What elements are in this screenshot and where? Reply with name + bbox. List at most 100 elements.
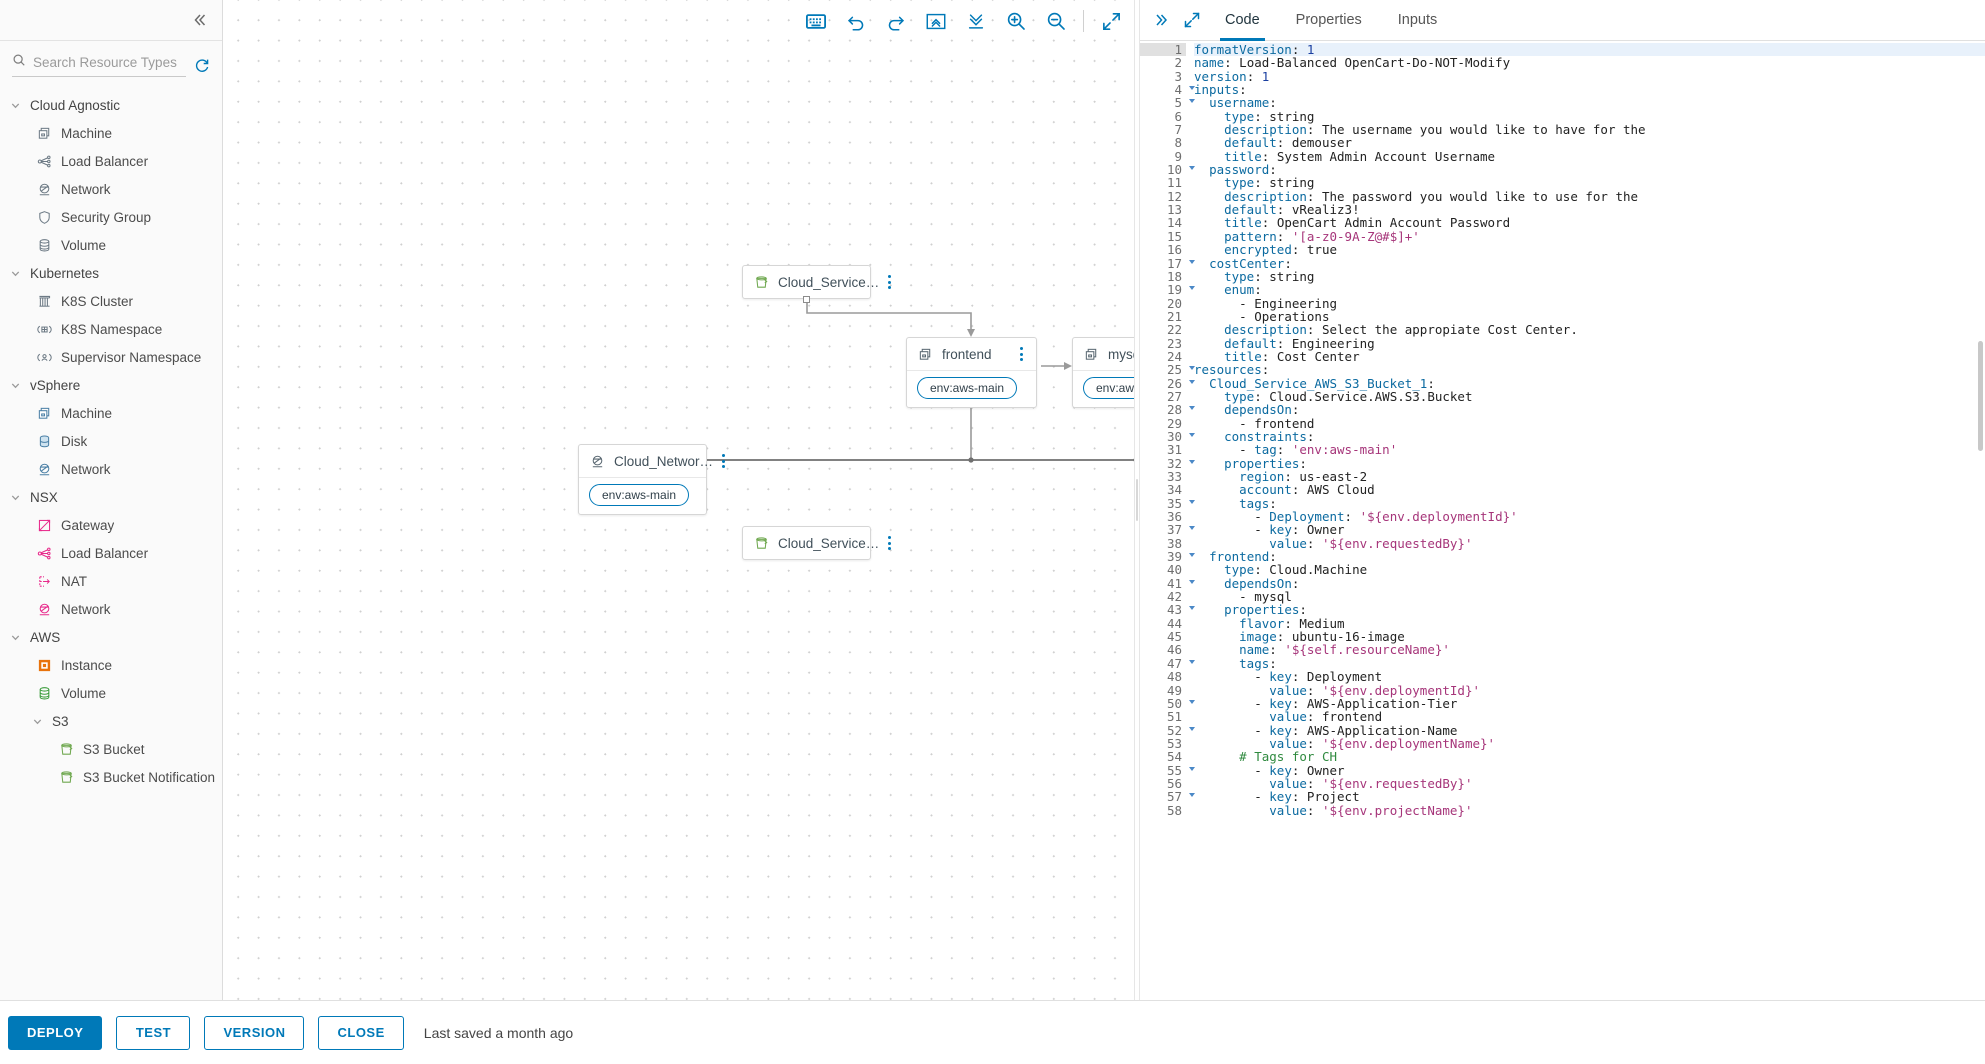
tree-item-s3-bucket[interactable]: S3 Bucket [0,735,222,763]
tree-group-vsphere[interactable]: vSphere [0,371,222,399]
node-header[interactable]: frontend [907,338,1036,370]
tree-item-load-balancer[interactable]: Load Balancer [0,147,222,175]
tree-item-volume[interactable]: Volume [0,231,222,259]
close-button[interactable]: CLOSE [318,1015,404,1050]
fold-toggle-icon[interactable] [1189,86,1195,91]
fold-toggle-icon[interactable] [1189,406,1195,411]
tree-item-machine[interactable]: Machine [0,399,222,427]
tab-code[interactable]: Code [1208,0,1277,41]
search-input[interactable] [33,55,186,70]
node-menu-icon[interactable] [888,536,892,550]
tab-properties[interactable]: Properties [1295,12,1362,28]
fold-toggle-icon[interactable] [1189,286,1195,291]
fold-toggle-icon[interactable] [1189,793,1195,798]
fold-toggle-icon[interactable] [1189,699,1195,704]
panel-splitter[interactable] [1134,0,1140,1000]
tree-item-label: Disk [61,433,88,449]
node-constraint-tag[interactable]: env:aws-main [1083,377,1134,399]
fold-toggle-icon[interactable] [1189,499,1195,504]
canvas-toolbar [803,8,1124,34]
fold-toggle-icon[interactable] [1189,459,1195,464]
fold-toggle-icon[interactable] [1189,766,1195,771]
fold-toggle-icon[interactable] [1189,259,1195,264]
node-header[interactable]: Cloud_Networ… [579,445,726,477]
redo-icon[interactable] [883,8,909,34]
fold-toggle-icon[interactable] [1189,659,1195,664]
canvas-node-network[interactable]: Cloud_Networ… env:aws-main [578,444,726,515]
line-number: 9 [1174,148,1182,164]
line-number: 51 [1166,709,1182,725]
fold-toggle-icon[interactable] [1189,379,1195,384]
tree-item-network[interactable]: Network [0,455,222,483]
fold-toggle-icon[interactable] [1189,366,1195,371]
search-box[interactable] [12,53,186,77]
code-line: type: string [1224,108,1315,124]
chevron-double-right-icon[interactable] [1148,6,1176,34]
node-menu-icon[interactable] [1014,347,1028,361]
tree-item-gateway[interactable]: Gateway [0,511,222,539]
expand-diagonal-icon[interactable] [1178,6,1206,34]
tree-subgroup-s3[interactable]: S3 [0,707,222,735]
line-number: 21 [1166,308,1182,324]
tree-item-k8s-namespace[interactable]: K8S Namespace [0,315,222,343]
node-header[interactable]: Cloud_Service… [743,266,892,298]
design-canvas[interactable]: Cloud_Service… frontend env:aws-main mysql e… [223,0,1134,1000]
fold-toggle-icon[interactable] [1189,579,1195,584]
tree-item-machine[interactable]: Machine [0,119,222,147]
tree-item-load-balancer[interactable]: Load Balancer [0,539,222,567]
chevron-double-left-icon[interactable] [186,7,212,33]
undo-icon[interactable] [843,8,869,34]
canvas-node-frontend[interactable]: frontend env:aws-main [906,337,1037,408]
code-line: - key: Deployment [1254,669,1383,685]
tree-group-nsx[interactable]: NSX [0,483,222,511]
node-header[interactable]: Cloud_Service… [743,527,892,559]
deploy-button[interactable]: DEPLOY [8,1015,103,1050]
collapse-all-icon[interactable] [923,8,949,34]
fold-toggle-icon[interactable] [1189,606,1195,611]
zoom-in-icon[interactable] [1003,8,1029,34]
tree-item-supervisor-namespace[interactable]: Supervisor Namespace [0,343,222,371]
fold-toggle-icon[interactable] [1189,99,1195,104]
fold-toggle-icon[interactable] [1189,526,1195,531]
keyboard-shortcuts-icon[interactable] [803,8,829,34]
fold-toggle-icon[interactable] [1189,166,1195,171]
fold-toggle-icon[interactable] [1189,553,1195,558]
refresh-icon[interactable] [194,57,210,73]
node-constraint-tag[interactable]: env:aws-main [589,484,690,506]
fold-toggle-icon[interactable] [1189,726,1195,731]
sidebar-header [0,0,222,41]
canvas-node-s3top[interactable]: Cloud_Service… [742,265,892,299]
code-line: properties: [1224,455,1307,471]
fit-to-screen-icon[interactable] [1098,8,1124,34]
tree-item-network[interactable]: Network [0,595,222,623]
tree-item-disk[interactable]: Disk [0,427,222,455]
code-line: - Engineering [1239,295,1338,311]
tab-inputs[interactable]: Inputs [1397,12,1438,28]
tree-group-kubernetes[interactable]: Kubernetes [0,259,222,287]
expand-all-icon[interactable] [963,8,989,34]
node-constraint-tag[interactable]: env:aws-main [917,377,1018,399]
tree-group-aws[interactable]: AWS [0,623,222,651]
tree-item-nat[interactable]: NAT [0,567,222,595]
node-port[interactable] [803,296,810,303]
tree-item-security-group[interactable]: Security Group [0,203,222,231]
version-button[interactable]: VERSION [204,1015,305,1050]
node-menu-icon[interactable] [722,454,726,468]
tree-item-volume[interactable]: Volume [0,679,222,707]
test-button[interactable]: TEST [116,1015,191,1050]
node-header[interactable]: mysql [1073,338,1134,370]
node-menu-icon[interactable] [888,275,892,289]
fold-toggle-icon[interactable] [1189,432,1195,437]
canvas-node-mysql[interactable]: mysql env:aws-main [1072,337,1134,408]
tree-item-network[interactable]: Network [0,175,222,203]
tree-group-cloud-agnostic[interactable]: Cloud Agnostic [0,91,222,119]
tree-item-s3-bucket-notification[interactable]: S3 Bucket Notification [0,763,222,791]
tree-item-instance[interactable]: Instance [0,651,222,679]
code-line: - mysql [1239,589,1292,605]
tree-item-k8s-cluster[interactable]: K8S Cluster [0,287,222,315]
canvas-node-s3bot[interactable]: Cloud_Service… [742,526,892,560]
editor-scrollbar[interactable] [1978,341,1983,451]
zoom-out-icon[interactable] [1043,8,1069,34]
